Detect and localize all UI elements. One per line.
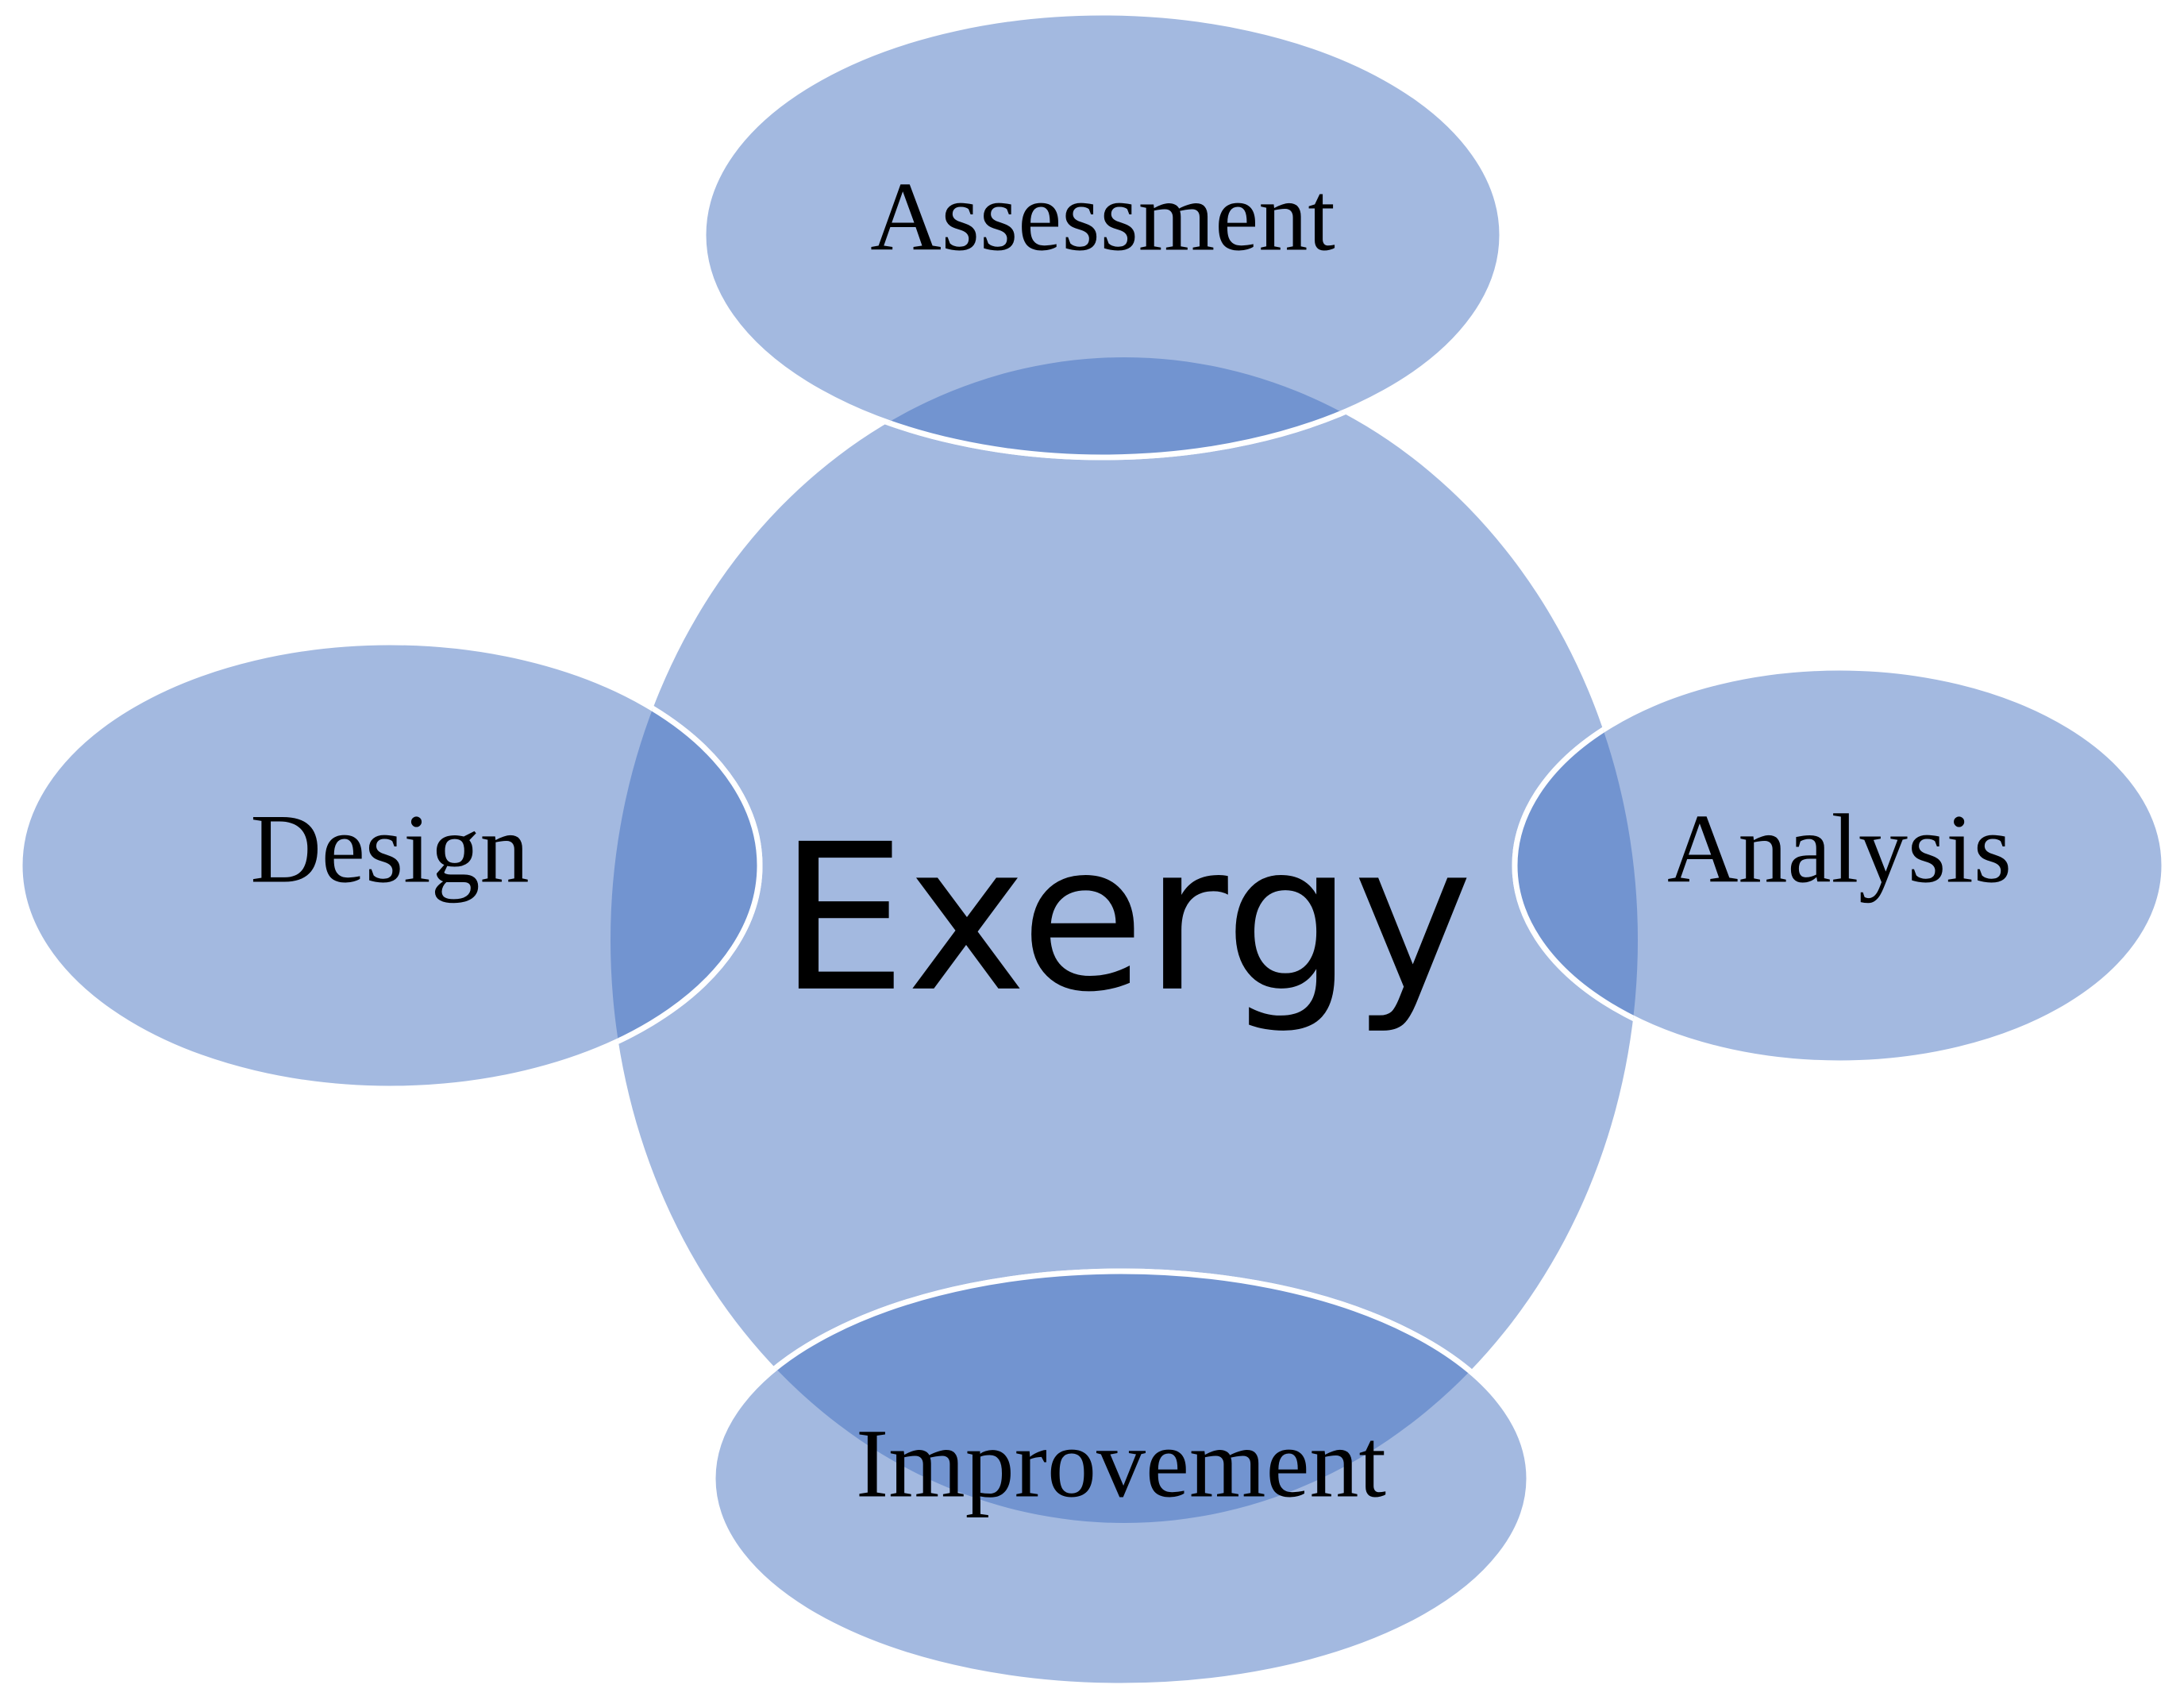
satellite-label-design: Design — [250, 794, 529, 903]
overlap-assessment — [700, 357, 1505, 461]
overlap-analysis — [1512, 665, 1638, 1066]
center-label: Exergy — [779, 801, 1473, 1037]
center-circle — [611, 357, 1638, 1523]
satellite-label-analysis: Analysis — [1667, 794, 2012, 903]
satellite-label-assessment: Assessment — [870, 162, 1335, 271]
satellite-label-improvement: Improvement — [856, 1409, 1386, 1517]
overlap-design — [611, 639, 763, 1092]
